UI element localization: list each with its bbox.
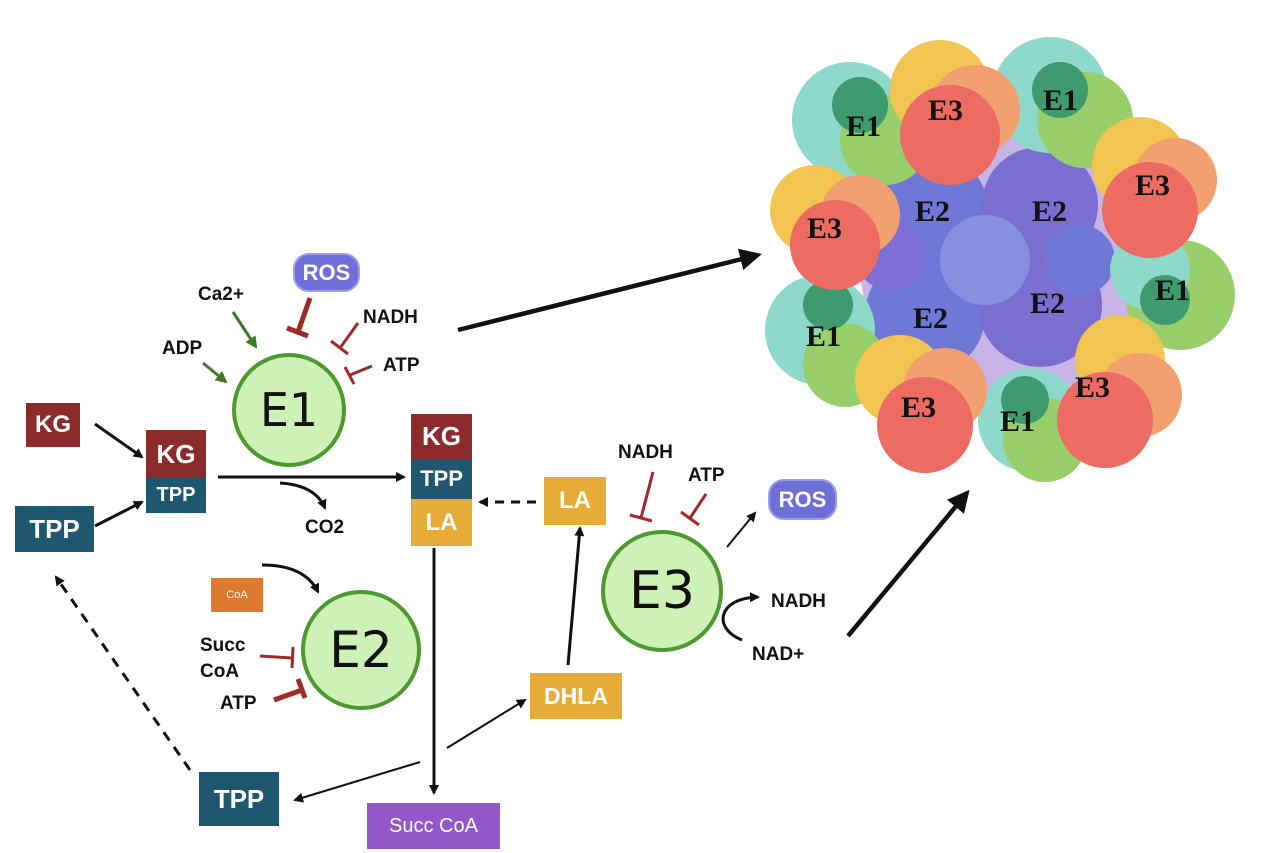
inhibitor-lines (259, 297, 708, 703)
adp-label: ADP (162, 338, 203, 359)
arrow-nad-to-nadh (721, 592, 760, 642)
e3-subunits (770, 40, 1217, 473)
arrow-dhla-to-la (566, 526, 585, 666)
nad-in-label: NAD+ (752, 644, 805, 665)
ca2-label: Ca2+ (198, 284, 244, 305)
ros-e1: ROS (293, 253, 360, 292)
nadh-out-label: NADH (771, 591, 826, 612)
co2-label: CO2 (305, 517, 345, 538)
atp-e1-label: ATP (383, 355, 420, 376)
complex-label-e3: E3 (1075, 371, 1111, 404)
complex-label-e3: E3 (901, 391, 937, 424)
tpp-input: TPP (15, 506, 94, 552)
atp-e2-label: ATP (220, 693, 257, 714)
enzyme-e2: E2 (301, 590, 421, 710)
complex-label-e2: E2 (915, 195, 951, 228)
arrow-e3-to-ros (726, 511, 757, 548)
la-free: LA (544, 477, 606, 525)
complex-label-e2: E2 (1030, 287, 1066, 320)
tpp-released: TPP (199, 772, 279, 826)
inhibit-succ-coa-e2 (259, 646, 295, 669)
complex-label-e1: E1 (806, 320, 842, 353)
complex-label-e3: E3 (1135, 169, 1171, 202)
complex-label-e2: E2 (913, 302, 949, 335)
inhibit-nadh-e3 (629, 471, 655, 523)
arrow-to-tpp-released (293, 761, 421, 803)
complex-label-e3: E3 (807, 212, 843, 245)
kg-input: KG (26, 403, 80, 447)
complex-label-e1: E1 (1000, 405, 1036, 438)
big-arrow-lower (846, 489, 970, 638)
succ-coa-product: Succ CoA (367, 803, 500, 849)
arrow-to-dhla (446, 698, 527, 749)
arrow-adp-to-e1 (202, 361, 228, 384)
complex-label-e1: E1 (846, 110, 882, 143)
inhibit-atp-e3 (680, 493, 708, 527)
activator-arrows (202, 311, 258, 384)
kg-product: KG (411, 414, 472, 459)
complex-label-e1: E1 (1043, 84, 1079, 117)
coa: CoA (211, 578, 263, 612)
enzyme-e1: E1 (232, 353, 346, 467)
tpp-product: TPP (411, 459, 472, 499)
arrow-ca2-to-e1 (231, 311, 258, 349)
succ-e2-label-line2: CoA (200, 661, 240, 682)
inhibit-atp-e1 (343, 364, 373, 385)
inhibit-atp-e2 (273, 678, 308, 703)
succ-e2-label-line1: Succ (200, 635, 246, 656)
arrow-coa-to-e2 (261, 563, 320, 594)
arrow-co2-release (279, 481, 327, 510)
pathway-arrows (54, 248, 970, 803)
inhibit-nadh-e1 (330, 322, 360, 356)
tpp-bound: TPP (146, 478, 206, 513)
atp-e3-label: ATP (688, 465, 725, 486)
big-arrow-upper (457, 248, 762, 333)
ros-e3: ROS (768, 479, 837, 520)
dhla: DHLA (530, 673, 622, 719)
la-product: LA (411, 499, 472, 546)
e2-core (855, 125, 1140, 405)
enzyme-e3: E3 (601, 530, 723, 652)
kg-bound: KG (146, 430, 206, 478)
enzyme-complex-illustration (765, 37, 1235, 482)
complex-label-e1: E1 (1155, 274, 1191, 307)
arrow-tpp-recycle (54, 575, 192, 771)
arrow-tpp-to-kg-tpp (94, 500, 144, 528)
nadh-e1-label: NADH (363, 307, 418, 328)
complex-label-e3: E3 (928, 94, 964, 127)
inhibit-ros-e1 (286, 297, 313, 339)
arrow-kg-to-kg-tpp (94, 422, 144, 459)
nadh-e3-label: NADH (618, 442, 673, 463)
complex-label-e2: E2 (1032, 195, 1068, 228)
